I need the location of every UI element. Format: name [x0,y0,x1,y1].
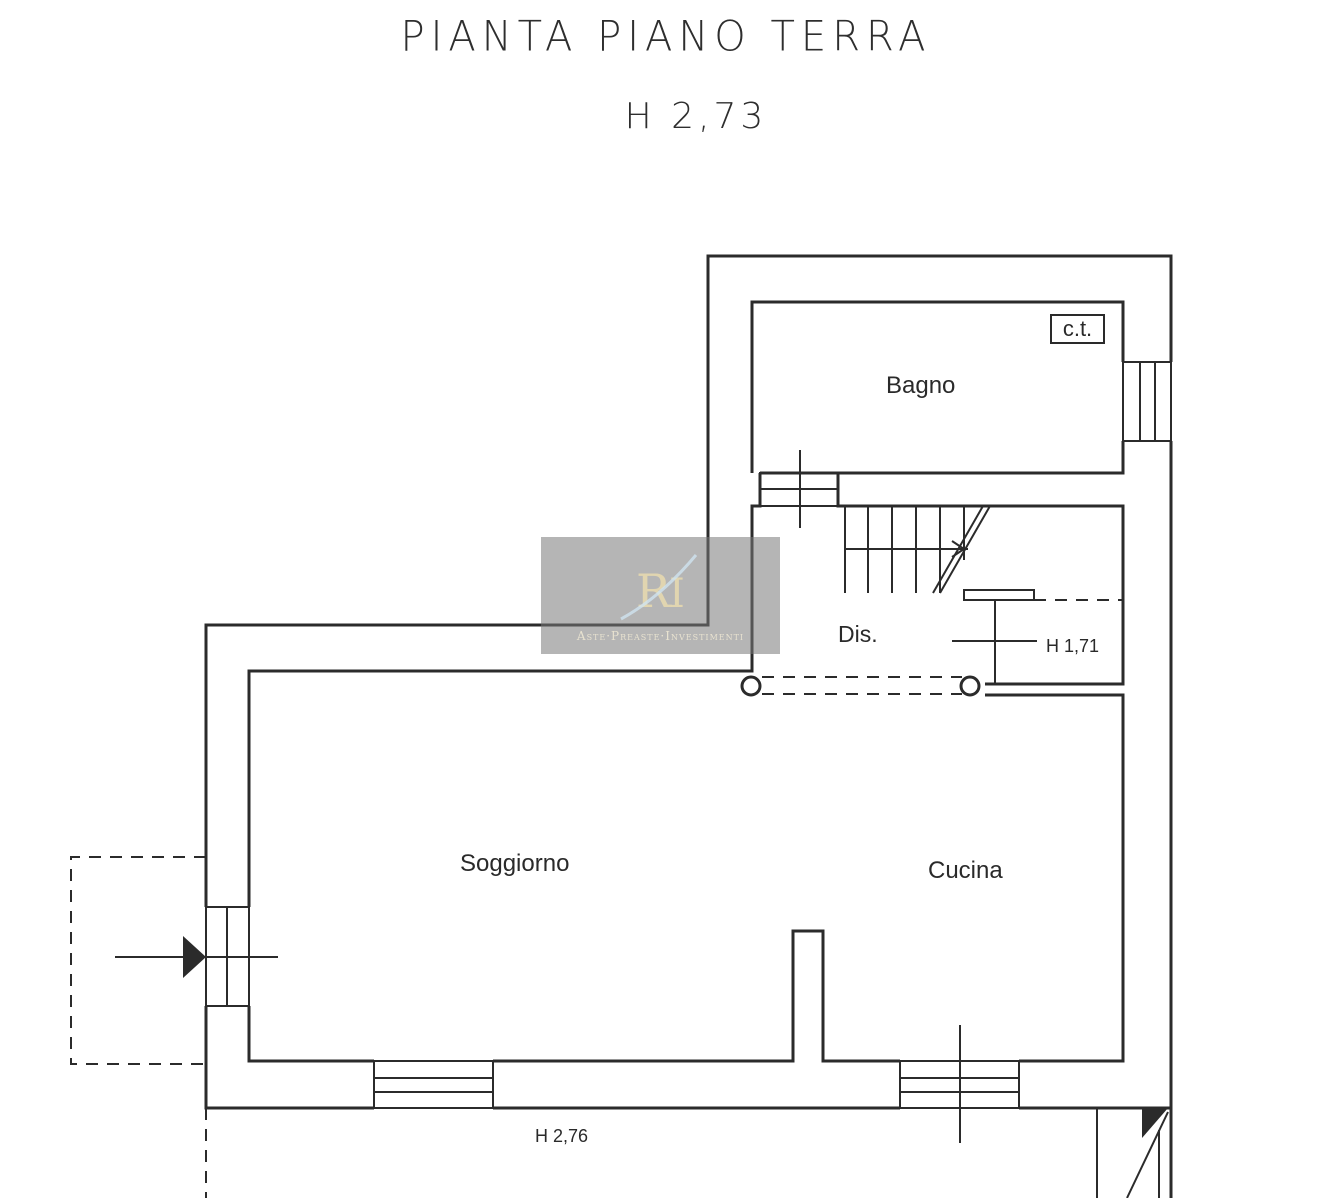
bottom-right-opening [1096,1108,1169,1198]
outer-walls [204,254,1173,1198]
watermark-text: Aste·Preaste·Investimenti [576,629,745,643]
inner-walls [247,300,1125,1063]
room-label-bagno: Bagno [886,372,956,399]
dashed-lines [70,599,1123,1198]
corner-arrow-icon [1142,1108,1168,1138]
room-label-cucina: Cucina [928,857,1003,884]
bottom-height-label: H 2,76 [535,1126,589,1146]
staircase [844,505,1037,684]
stair-height-label: H 1,71 [1046,636,1100,656]
beam-supports [740,675,981,697]
windows [373,361,1172,1143]
watermark: R I Aste·Preaste·Investimenti [541,537,780,654]
svg-text:I: I [669,571,685,617]
room-label-dis: Dis. [838,621,878,647]
ct-label: c.t. [1050,314,1105,344]
entrance-arrow-icon [183,936,206,978]
svg-text:R: R [636,564,672,618]
plan-height-label: H 2,73 [624,96,768,137]
plan-title: PIANTA PIANO TERRA [400,12,932,62]
watermark-logo-icon: R I [620,554,698,621]
room-label-soggiorno: Soggiorno [460,850,570,877]
